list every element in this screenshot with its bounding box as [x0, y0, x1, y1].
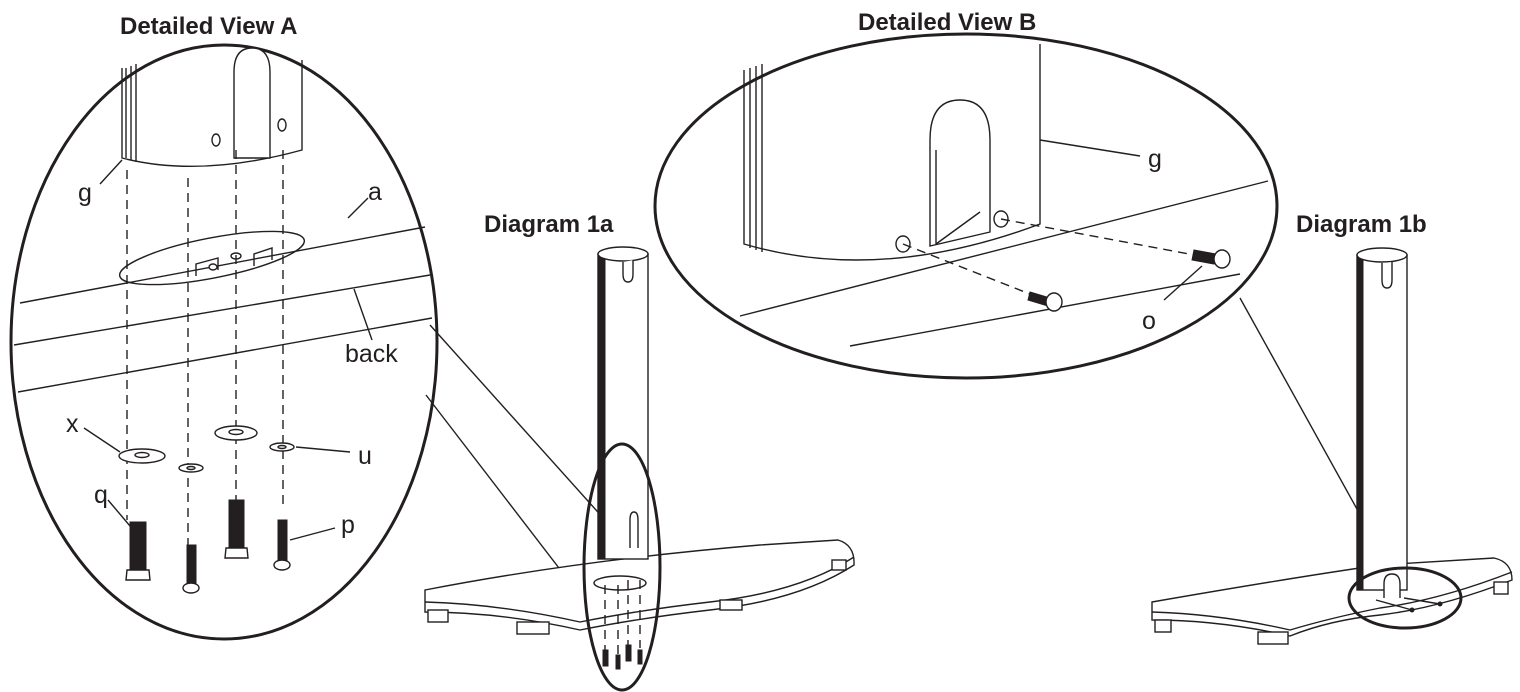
base-bottom-edge	[17, 317, 433, 393]
screw-path-2	[1000, 218, 1201, 257]
title-detailed-view-b: Detailed View B	[858, 9, 1036, 36]
leader-back	[353, 288, 373, 341]
screw-small	[182, 544, 200, 594]
detail-b-marker	[1347, 566, 1463, 630]
label-p: p	[341, 511, 355, 539]
post-slot-b	[929, 99, 991, 247]
detail-a-frame	[9, 43, 439, 641]
label-x: x	[66, 410, 79, 438]
label-g-b: g	[1148, 145, 1162, 173]
leader-g-b	[1039, 139, 1141, 157]
screw-p	[273, 519, 291, 571]
leader-g-a	[99, 159, 123, 185]
leader-q	[107, 499, 131, 527]
bolt-large	[224, 499, 249, 559]
post-g-detail-a	[121, 47, 303, 168]
post-1a	[597, 246, 649, 560]
detailed-view-a: g a back x u q p	[9, 43, 439, 641]
screw-o-2	[1191, 249, 1231, 269]
post-g-detail-b	[743, 44, 1041, 261]
base-top-edge	[19, 226, 426, 304]
title-detailed-view-a: Detailed View A	[120, 13, 297, 40]
label-g-a: g	[78, 179, 92, 207]
connector-a-bottom	[425, 394, 583, 599]
base-edge-b1	[739, 180, 1269, 317]
title-diagram-1a: Diagram 1a	[484, 211, 614, 238]
leader-o	[1163, 265, 1203, 301]
label-q: q	[94, 481, 108, 509]
leader-u	[295, 446, 351, 453]
screw-path-1	[902, 243, 1041, 299]
base-1b	[1151, 557, 1513, 637]
post-1b	[1356, 247, 1408, 598]
title-diagram-1b: Diagram 1b	[1296, 211, 1427, 238]
mounting-bracket	[195, 247, 273, 276]
screw-o-1	[1027, 291, 1063, 312]
base-edge-b2	[849, 273, 1241, 347]
detailed-view-b: g o	[653, 32, 1279, 380]
base-front-edge	[13, 274, 431, 346]
leader-x	[83, 427, 121, 453]
mounting-hole	[118, 230, 306, 286]
label-back: back	[345, 340, 398, 368]
connector-a-top	[429, 324, 606, 521]
diagram-1b	[1151, 247, 1513, 645]
leader-a	[347, 197, 369, 219]
detail-a-marker	[582, 442, 662, 692]
label-a: a	[368, 178, 382, 206]
leader-p	[289, 527, 336, 541]
label-o: o	[1142, 307, 1156, 335]
bolt-q	[125, 521, 151, 581]
detail-b-frame	[653, 32, 1279, 380]
label-u: u	[358, 442, 372, 470]
diagram-1a	[424, 246, 855, 692]
